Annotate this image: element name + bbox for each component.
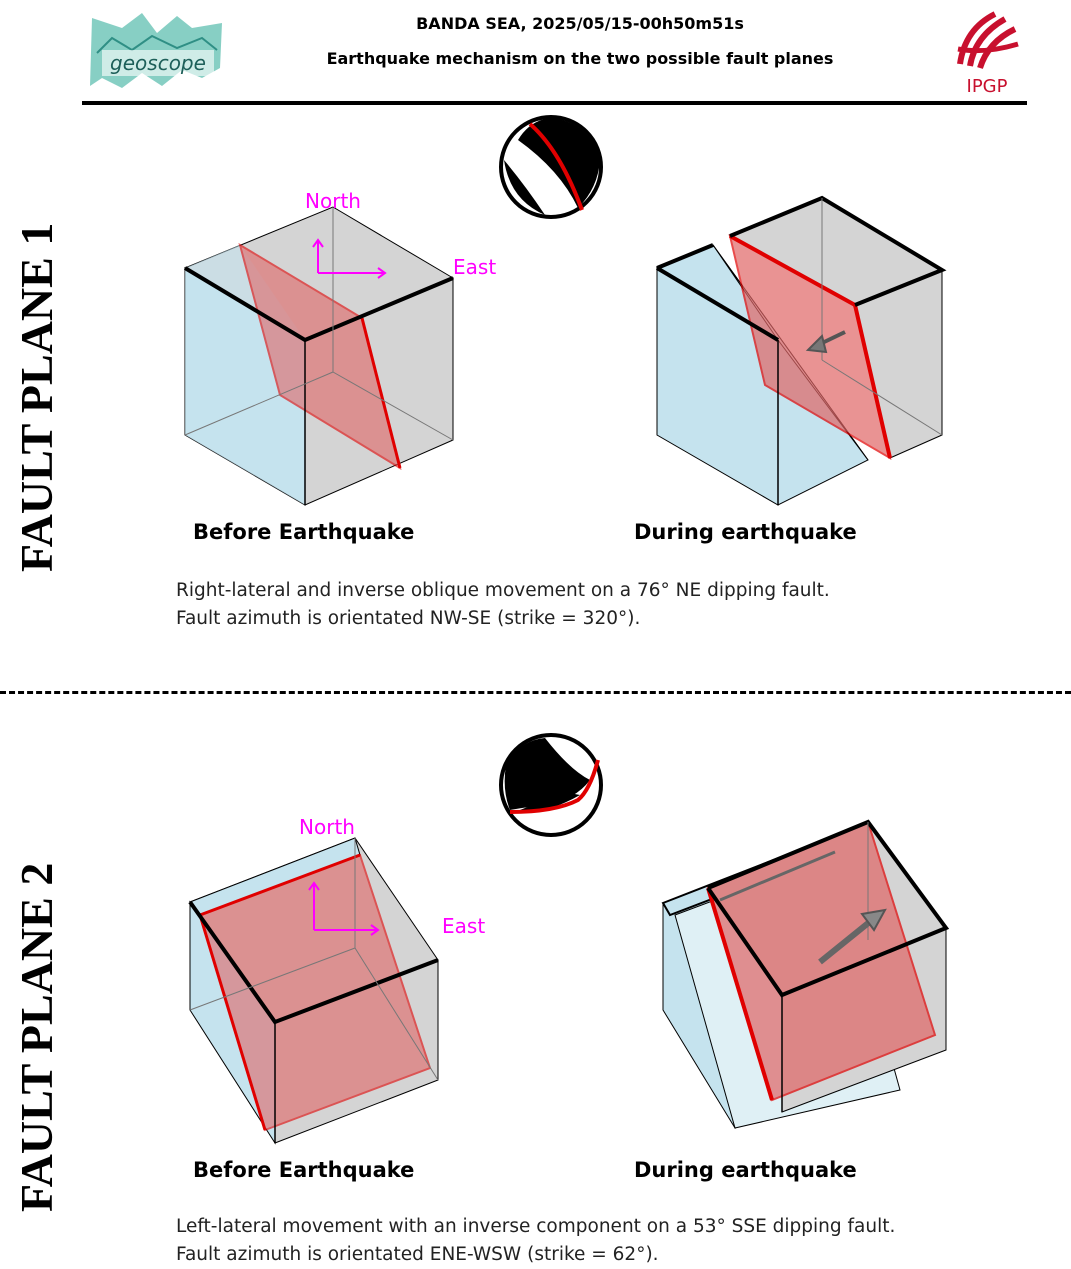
beachball-1 (499, 115, 603, 219)
geoscope-logo: geoscope (82, 8, 227, 96)
plane-separator (0, 691, 1071, 694)
block-before-1: North East (183, 189, 496, 506)
fault-plane-1-diagram: North East (183, 115, 947, 506)
fault-plane-2-diagram: North East (188, 733, 950, 1145)
east-label-1: East (453, 255, 496, 279)
east-label-2: East (442, 914, 485, 938)
ipgp-logo: IPGP (950, 4, 1025, 97)
north-label-2: North (299, 815, 355, 839)
during-caption-2: During earthquake (634, 1158, 857, 1182)
ipgp-logo-text: IPGP (967, 76, 1008, 96)
during-caption-1: During earthquake (634, 520, 857, 544)
description-2-line2: Fault azimuth is orientated ENE-WSW (str… (176, 1244, 659, 1265)
description-1-line1: Right-lateral and inverse oblique moveme… (176, 580, 830, 601)
header-divider (82, 101, 1027, 105)
block-during-2 (661, 819, 950, 1130)
before-caption-1: Before Earthquake (193, 520, 415, 544)
geoscope-logo-text: geoscope (110, 51, 206, 75)
description-1-line2: Fault azimuth is orientated NW-SE (strik… (176, 608, 641, 629)
block-before-2: North East (188, 815, 485, 1145)
description-2: Left-lateral movement with an inverse co… (176, 1213, 895, 1269)
before-caption-2: Before Earthquake (193, 1158, 415, 1182)
description-1: Right-lateral and inverse oblique moveme… (176, 577, 830, 633)
description-2-line1: Left-lateral movement with an inverse co… (176, 1216, 896, 1237)
beachball-2 (499, 733, 603, 837)
page-subtitle: Earthquake mechanism on the two possible… (326, 49, 834, 68)
north-label-1: North (305, 189, 361, 213)
block-during-1 (655, 195, 947, 506)
page-title: BANDA SEA, 2025/05/15-00h50m51s (416, 14, 744, 33)
